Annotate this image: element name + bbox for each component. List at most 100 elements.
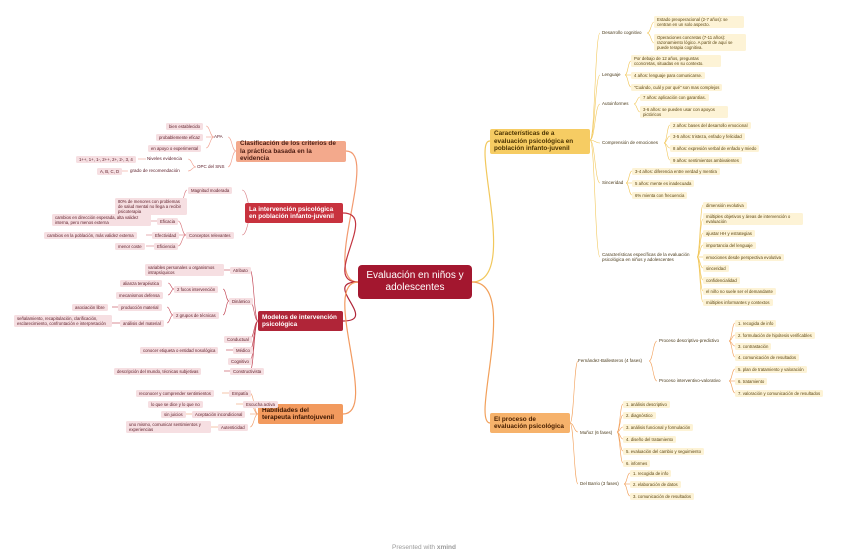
leaf-apa-1[interactable]: bien establecido [166, 123, 204, 130]
sub-autenticidad[interactable]: Autenticidad [218, 424, 248, 431]
leaf-delbarrio-2[interactable]: 2. elaboración de datos [630, 481, 681, 488]
leaf-atributo-item[interactable]: variables personales u organismos intrap… [145, 264, 224, 276]
sub-munoz[interactable]: Muñoz (6 fases) [580, 430, 613, 435]
leaf-esp-4[interactable]: importancia del lenguaje [703, 242, 756, 249]
leaf-operaciones-concretas[interactable]: Operaciones concretas (7-11 años): razon… [654, 34, 746, 51]
leaf-lenguaje-4[interactable]: 4 años: lenguaje para comunicarse. [631, 72, 706, 79]
leaf-munoz-4[interactable]: 4. diseño del tratamiento [623, 436, 677, 443]
sub-desarrollo-cognitivo[interactable]: Desarrollo cognitivo [602, 30, 642, 35]
leaf-aceptacion-item[interactable]: sin juicios [161, 411, 186, 418]
sub-conceptos-relevantes[interactable]: Conceptos relevantes [186, 232, 234, 239]
leaf-sinceridad-3-4[interactable]: 3-4 años: diferencia entre verdad y ment… [632, 168, 720, 175]
leaf-empatia-item[interactable]: reconocer y comprender sentimientos [136, 390, 214, 397]
leaf-analisis-item[interactable]: señalamiento, recapitulación, clarificac… [14, 315, 112, 327]
sub-del-barrio[interactable]: Del Barrio (3 fases) [580, 481, 619, 486]
sub-efectividad[interactable]: Efectividad [152, 232, 180, 239]
leaf-sinceridad-6[interactable]: 6% mienta con frecuencia [632, 192, 688, 199]
sub-empatia[interactable]: Empatía [229, 390, 252, 397]
leaf-fb-4[interactable]: 4. comunicación de resultados [735, 354, 800, 361]
sub-produccion-material[interactable]: producción material [118, 304, 162, 311]
leaf-fb-6[interactable]: 6. tratamiento [735, 378, 768, 385]
sub-conductual[interactable]: Conductual [224, 336, 252, 343]
sub-opc-sns[interactable]: OPC del SNS [197, 164, 225, 169]
topic-caracteristicas[interactable]: Características de a evaluación psicológ… [490, 129, 590, 154]
sub-aceptacion-incondicional[interactable]: Aceptación incondicional [192, 411, 246, 418]
leaf-autenticidad-item[interactable]: uno mismo, comunicar sentimientos y expe… [126, 421, 211, 433]
leaf-autoinformes-7[interactable]: 7 años: aplicación con garantías. [640, 94, 709, 101]
leaf-preoperacional[interactable]: Estado preoperacional (2-7 años): se cen… [654, 16, 744, 28]
leaf-munoz-3[interactable]: 3. análisis funcional y formulación [623, 424, 694, 431]
central-topic[interactable]: Evaluación en niños y adolescentes [358, 265, 472, 299]
leaf-mecanismos-defensa[interactable]: mecanismos defensa [116, 292, 163, 299]
leaf-autoinformes-3-6[interactable]: 3-6 años: se pueden usar con apoyos pict… [640, 106, 728, 118]
leaf-munoz-1[interactable]: 1. análisis descriptivo [623, 401, 670, 408]
leaf-emociones-9[interactable]: 9 años: sentimientos ambivalentes [670, 157, 742, 164]
leaf-emociones-8[interactable]: 8 años: expresión verbal de enfado y mie… [670, 145, 760, 152]
sub-constructivista[interactable]: Constructivista [230, 368, 265, 375]
sub-grupos-tecnicas[interactable]: 2 grupos de técnicas [173, 312, 219, 319]
sub-proceso-descriptivo[interactable]: Proceso descriptivo-predictivo [659, 338, 720, 343]
leaf-delbarrio-1[interactable]: 1. recogida de info [630, 470, 672, 477]
sub-niveles-evidencia[interactable]: Niveles evidencia [147, 156, 183, 161]
topic-habilidades[interactable]: Habilidades del terapeuta infantojuvenil [258, 404, 343, 424]
leaf-esp-5[interactable]: emociones desde perspectiva evolutiva [703, 254, 785, 261]
sub-analisis-material[interactable]: análisis del material [120, 320, 164, 327]
leaf-esp-7[interactable]: confidencialidad [703, 277, 740, 284]
sub-dinamico[interactable]: Dinámico [229, 298, 253, 305]
leaf-esp-9[interactable]: múltiples informantes y contextos [703, 299, 773, 306]
topic-intervencion[interactable]: La intervención psicológica en población… [245, 203, 343, 223]
sub-autoinformes[interactable]: Autoinformes [602, 101, 629, 106]
sub-focos-intervencion[interactable]: 2 focos intervención [174, 286, 219, 293]
leaf-alianza-terapeutica[interactable]: alianza terapéutica [120, 280, 163, 287]
sub-atributo[interactable]: Atributo [230, 267, 251, 274]
leaf-esp-2[interactable]: múltiples objetivos y áreas de intervenc… [703, 213, 803, 225]
sub-medico[interactable]: Médico [233, 347, 253, 354]
sub-lenguaje[interactable]: Lenguaje [602, 72, 621, 77]
leaf-constructivista-item[interactable]: descripción del mundo, técnicas subjetiv… [114, 368, 202, 375]
leaf-munoz-2[interactable]: 2. diagnóstico [623, 412, 656, 419]
sub-apa[interactable]: APA [214, 134, 223, 139]
leaf-fb-3[interactable]: 3. contrastación [735, 343, 772, 350]
leaf-munoz-5[interactable]: 5. evaluación del cambio y seguimiento [623, 448, 705, 455]
sub-grado-recomendacion[interactable]: grado de recomendación [130, 168, 180, 173]
leaf-lenguaje-complejos[interactable]: "Cuándo, cuál y por qué" son mas complej… [631, 84, 723, 91]
leaf-efectividad-item[interactable]: cambios en la población, más validez ext… [44, 232, 137, 239]
leaf-niveles-valores[interactable]: 1++, 1+, 1-, 2++, 2+, 2-, 3, 4 [76, 156, 136, 163]
leaf-eficacia-item[interactable]: cambios en dirección esperada, alta vali… [52, 214, 151, 226]
sub-cognitivo[interactable]: Cognitivo [228, 358, 252, 365]
sub-magnitud-moderada[interactable]: Magnitud moderada [188, 187, 233, 194]
leaf-esp-6[interactable]: sinceridad [703, 265, 729, 272]
leaf-sinceridad-5[interactable]: 5 años: mente es inadecuada [632, 180, 695, 187]
sub-sinceridad[interactable]: Sinceridad [602, 180, 624, 185]
leaf-apa-2[interactable]: probablemente eficaz [156, 134, 204, 141]
sub-caracteristicas-especificas[interactable]: Características específicas de la evalua… [602, 252, 690, 262]
leaf-delbarrio-3[interactable]: 3. comunicación de resultados [630, 493, 695, 500]
sub-proceso-interventivo[interactable]: Proceso interventivo-valorativo [659, 378, 721, 383]
leaf-emociones-3-5[interactable]: 3-5 años: tristeza, enfado y felicidad [670, 133, 745, 140]
leaf-lenguaje-12[interactable]: Por debajo de 12 años, preguntas cconcre… [631, 55, 721, 67]
leaf-esp-1[interactable]: dimensión evolutiva [703, 202, 747, 209]
leaf-apa-3[interactable]: en apoyo o experimental [148, 145, 202, 152]
leaf-asociacion-libre[interactable]: asociación libre [72, 304, 108, 311]
leaf-fb-7[interactable]: 7. valoración y comunicación de resultad… [735, 390, 824, 397]
leaf-esp-8[interactable]: el niño no suele ser el demandante [703, 288, 776, 295]
leaf-medico-item[interactable]: conocer etiqueta o entidad nosológica [140, 347, 219, 354]
sub-eficacia[interactable]: Eficacia [157, 218, 179, 225]
leaf-munoz-6[interactable]: 6. informes [623, 460, 651, 467]
leaf-fb-2[interactable]: 2. formulación de hipótesis verificables [735, 332, 815, 339]
leaf-emociones-2[interactable]: 2 años: bases del desarrollo emocional [670, 122, 751, 129]
leaf-esp-3[interactable]: ajustar HH y estrategias [703, 230, 755, 237]
leaf-fb-5[interactable]: 5. plan de tratamiento y valoración [735, 366, 807, 373]
leaf-escucha-item[interactable]: lo que se dice y lo que no [148, 401, 203, 408]
leaf-magnitud-80[interactable]: 80% de menores con problemas de salud me… [115, 198, 187, 215]
topic-modelos[interactable]: Modelos de intervención psicológica [258, 311, 343, 331]
leaf-eficiencia-item[interactable]: menor coste [115, 243, 145, 250]
leaf-grado-valores[interactable]: A, B, C, D [97, 168, 123, 175]
sub-eficiencia[interactable]: Eficiencia [154, 243, 179, 250]
sub-escucha-activa[interactable]: Escucha activa [243, 401, 278, 408]
leaf-fb-1[interactable]: 1. recogida de info [735, 320, 777, 327]
topic-clasificacion[interactable]: Clasificación de los criterios de la prá… [236, 140, 346, 162]
topic-proceso[interactable]: El proceso de evaluación psicológica [490, 413, 570, 433]
sub-fernandez-ballesteros[interactable]: Fernández-Ballesteros (4 fases) [578, 358, 643, 363]
sub-comprension-emociones[interactable]: Comprensión de emociones [602, 140, 659, 145]
